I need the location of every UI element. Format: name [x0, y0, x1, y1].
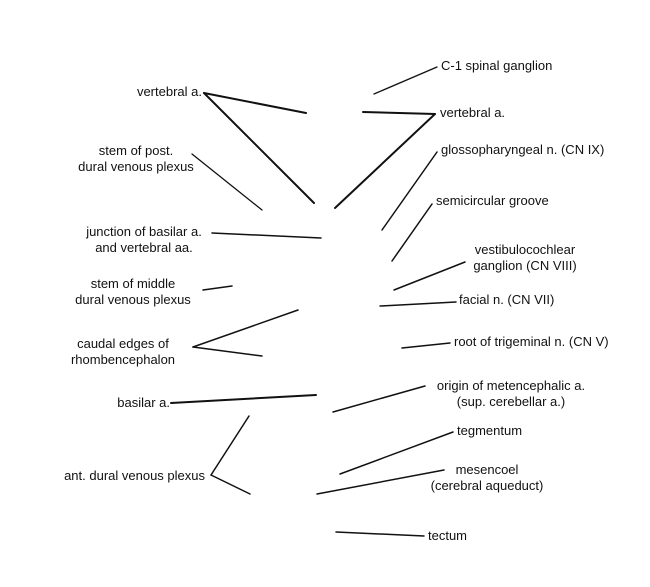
label-rhombencephalon-edges: caudal edges of rhombencephalon [62, 336, 184, 368]
label-facial-line: facial n. (CN VII) [459, 292, 555, 307]
label-basilar-a-line: basilar a. [117, 395, 170, 410]
leader-mesencoel [316, 469, 445, 495]
label-metencephalic: origin of metencephalic a. (sup. cerebel… [425, 378, 597, 410]
label-glossopharyngeal: glossopharyngeal n. (CN IX) [441, 142, 604, 158]
leader-vertebral-a-right-1 [362, 111, 436, 115]
label-vertebral-a-right: vertebral a. [440, 105, 505, 121]
label-mesencoel-line-2: (cerebral aqueduct) [430, 478, 544, 493]
label-tegmentum: tegmentum [457, 423, 522, 439]
label-vertebral-a-left: vertebral a. [80, 84, 202, 100]
label-ant-dural-plexus-line: ant. dural venous plexus [64, 468, 205, 483]
label-c1-spinal-ganglion: C-1 spinal ganglion [441, 58, 552, 74]
label-post-dural-plexus: stem of post. dural venous plexus [66, 143, 206, 175]
label-basilar-junction-line-1: junction of basilar a. [86, 224, 202, 239]
label-metencephalic-line-1: origin of metencephalic a. [436, 378, 586, 393]
label-vertebral-a-left-line: vertebral a. [136, 84, 202, 99]
label-basilar-a: basilar a. [60, 395, 170, 411]
leader-tegmentum [339, 431, 454, 475]
leader-c1-spinal-ganglion [373, 66, 438, 95]
leader-rhombencephalon-2 [192, 346, 263, 357]
label-middle-dural-plexus-line-1: stem of middle [90, 276, 176, 291]
leader-vertebral-a-left-1 [203, 92, 307, 114]
label-post-dural-plexus-line-1: stem of post. [98, 143, 174, 158]
label-basilar-junction-line-2: and vertebral aa. [95, 240, 193, 255]
leader-facial [379, 301, 457, 307]
leader-rhombencephalon-1 [192, 309, 299, 348]
label-semicircular-groove: semicircular groove [436, 193, 549, 209]
label-mesencoel-line-1: mesencoel [455, 462, 519, 477]
label-vestibulocochlear-line-2: ganglion (CN VIII) [473, 258, 577, 273]
leader-middle-dural-plexus [202, 285, 233, 291]
leader-metencephalic [332, 385, 426, 413]
label-rhombencephalon-edges-line-2: rhombencephalon [70, 352, 176, 367]
label-mesencoel: mesencoel (cerebral aqueduct) [419, 462, 555, 494]
label-semicircular-groove-line: semicircular groove [436, 193, 549, 208]
label-glossopharyngeal-line: glossopharyngeal n. (CN IX) [441, 142, 605, 157]
label-trigeminal-root: root of trigeminal n. (CN V) [454, 334, 609, 350]
leader-semicircular-groove [391, 203, 433, 262]
label-metencephalic-line-2: (sup. cerebellar a.) [456, 394, 566, 409]
leader-basilar-a [170, 394, 317, 404]
leader-trigeminal-root [401, 342, 451, 349]
label-vertebral-a-right-line: vertebral a. [440, 105, 506, 120]
label-tectum: tectum [428, 528, 467, 544]
label-vestibulocochlear: vestibulocochlear ganglion (CN VIII) [458, 242, 592, 274]
label-vestibulocochlear-line-1: vestibulocochlear [474, 242, 576, 257]
leader-tectum [335, 531, 425, 537]
label-basilar-junction: junction of basilar a. and vertebral aa. [72, 224, 216, 256]
leader-glossopharyngeal [381, 151, 438, 231]
label-rhombencephalon-edges-line-1: caudal edges of [77, 336, 169, 351]
label-middle-dural-plexus-line-2: dural venous plexus [75, 292, 191, 307]
label-tectum-line: tectum [428, 528, 468, 543]
leader-post-dural-plexus [191, 153, 263, 211]
leader-basilar-junction [211, 232, 322, 239]
label-trigeminal-root-line: root of trigeminal n. (CN V) [454, 334, 609, 349]
leader-vestibulocochlear [393, 261, 466, 291]
leader-ant-dural-plexus-1 [210, 415, 250, 476]
label-facial: facial n. (CN VII) [459, 292, 554, 308]
leader-ant-dural-plexus-2 [210, 474, 251, 495]
label-post-dural-plexus-line-2: dural venous plexus [78, 159, 194, 174]
leader-vertebral-a-right-2 [334, 113, 436, 209]
label-middle-dural-plexus: stem of middle dural venous plexus [62, 276, 204, 308]
label-c1-spinal-ganglion-line: C-1 spinal ganglion [441, 58, 553, 73]
label-ant-dural-plexus: ant. dural venous plexus [30, 468, 205, 484]
leader-vertebral-a-left-2 [203, 92, 315, 204]
label-tegmentum-line: tegmentum [457, 423, 523, 438]
